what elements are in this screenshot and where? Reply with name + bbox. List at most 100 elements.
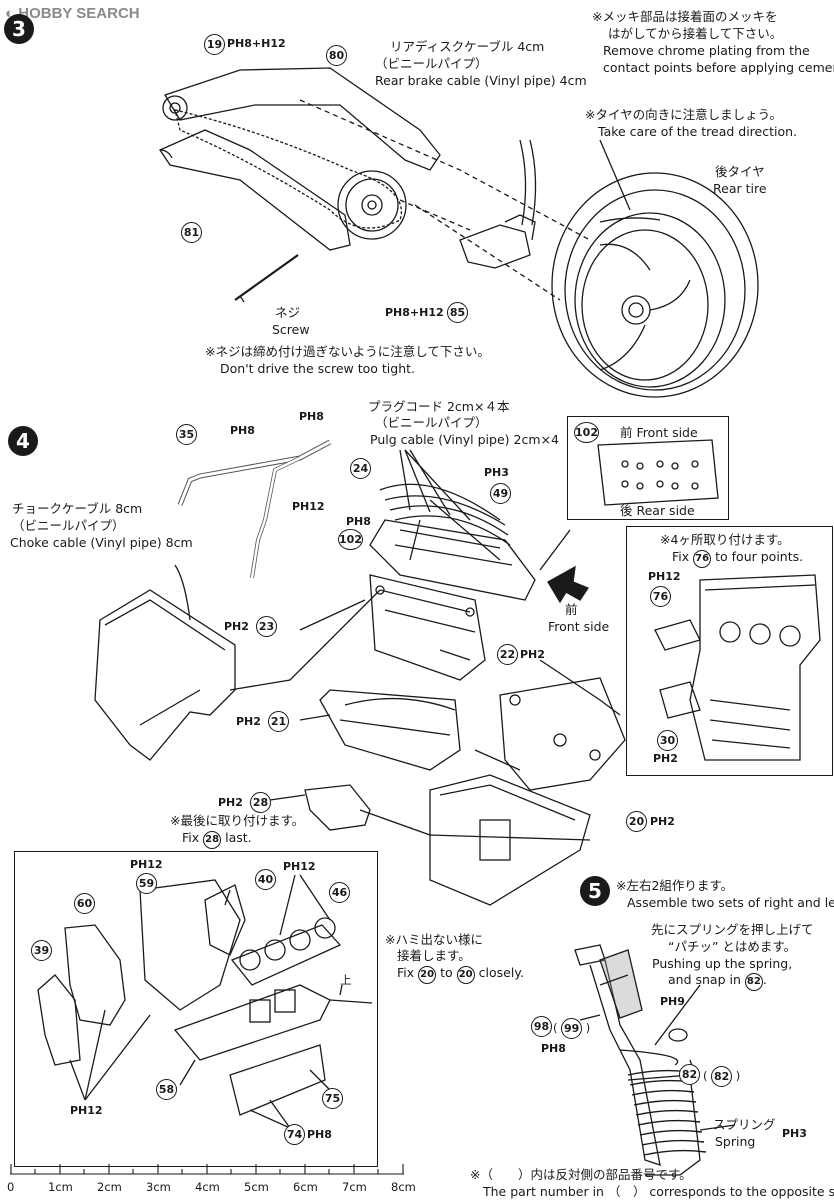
chrome-note-en1: Remove chrome plating from the <box>603 43 810 58</box>
ruler-tick-0: 0 <box>7 1180 15 1194</box>
paint-callout-p12d: PH12 <box>283 860 316 873</box>
step-number-4: 4 <box>8 426 38 456</box>
rear-tire-jp: 後タイヤ <box>715 164 765 179</box>
rear-cable-jp: リアディスクケーブル 4cm <box>390 39 545 54</box>
part-number-74: 74 <box>284 1124 305 1145</box>
chrome-note-en2: contact points before applying cement. <box>603 60 834 75</box>
spring-label-en: Spring <box>715 1134 756 1149</box>
paint-callout-p2c: PH2 <box>236 715 261 728</box>
part-58-shape <box>173 984 331 1061</box>
inset-frame-lower <box>14 851 378 1167</box>
part-number-76: 76 <box>650 586 671 607</box>
paint-callout-p2d: PH2 <box>653 752 678 765</box>
part-number-22: 22 <box>497 644 518 665</box>
choke-cable-jp2: （ビニールパイプ） <box>12 518 125 533</box>
fix20-en-pre: Fix <box>397 965 415 980</box>
part-46-shape <box>230 924 342 986</box>
part-number-75: 75 <box>322 1088 343 1109</box>
spring-note-jp1: 先にスプリングを押し上げて <box>651 922 814 937</box>
part-number-19: 19 <box>204 34 225 55</box>
two-sets-jp: ※左右2組作ります。 <box>616 878 734 893</box>
plug-cable-jp2: （ビニールパイプ） <box>375 415 488 430</box>
chrome-note-jp1: ※メッキ部品は接着面のメッキを <box>592 9 778 24</box>
ruler-tick-6: 6cm <box>293 1180 318 1194</box>
fix28-en-post: last. <box>225 830 252 845</box>
spring-note-jp2: “パチッ” とはめます。 <box>668 939 797 954</box>
fix76-en-post: to four points. <box>715 549 804 564</box>
fix76-en: Fix 76 to four points. <box>672 548 803 568</box>
paint-callout-p8-step5: PH8 <box>541 1042 566 1055</box>
fix20-en: Fix 20 to 20 closely. <box>397 964 524 984</box>
chrome-note-jp2: はがしてから接着して下さい。 <box>608 26 783 41</box>
screw-note-en: Don't drive the screw too tight. <box>220 361 416 376</box>
paint-callout-p9: PH9 <box>660 995 685 1008</box>
part-number-60: 60 <box>74 893 95 914</box>
part-number-21: 21 <box>268 711 289 732</box>
two-sets-en: Assemble two sets of right and left. <box>627 895 834 910</box>
paint-callout-p2b: PH2 <box>520 648 545 661</box>
ruler-tick-4: 4cm <box>195 1180 220 1194</box>
screw-en: Screw <box>272 322 310 337</box>
spring-note-en1: Pushing up the spring, <box>652 956 793 971</box>
inset-rear-label: 後 Rear side <box>620 503 695 518</box>
part-number-20-inline-a: 20 <box>418 966 437 984</box>
part-number-82-inline: 82 <box>744 973 763 991</box>
part-number-24: 24 <box>350 458 371 479</box>
paint-callout-p2a: PH2 <box>224 620 249 633</box>
paint-callout-p3-step5: PH3 <box>782 1127 807 1140</box>
part-number-28: 28 <box>250 792 271 813</box>
tread-note-jp: ※タイヤの向きに注意しましょう。 <box>585 107 782 122</box>
footer-note-jp: ※（ ）内は反対側の部品番号です。 <box>470 1167 692 1182</box>
part-number-102: 102 <box>338 529 363 550</box>
part-number-80: 80 <box>326 45 347 66</box>
fix28-en-pre: Fix <box>182 830 200 845</box>
part-number-82-opposite: 82 <box>711 1066 733 1087</box>
paint-callout-p2f: PH2 <box>650 815 675 828</box>
part-number-99: 99 <box>561 1018 583 1039</box>
part-number-20-inline-b: 20 <box>456 966 475 984</box>
fix76-en-pre: Fix <box>672 549 690 564</box>
part-number-28-inline: 28 <box>203 831 222 849</box>
inset-frame-engine <box>626 526 833 776</box>
rear-tire-en: Rear tire <box>713 181 767 196</box>
fix20-en-mid: to <box>440 965 453 980</box>
ruler-tick-5: 5cm <box>244 1180 269 1194</box>
paint-callout-85: PH8+H12 <box>385 306 444 319</box>
paint-callout-19: PH8+H12 <box>227 37 286 50</box>
choke-cable-en: Choke cable (Vinyl pipe) 8cm <box>10 535 193 550</box>
part-number-23: 23 <box>256 616 277 637</box>
part-99-paren: ( 99 ) <box>553 1018 590 1039</box>
screw-jp: ネジ <box>275 305 301 320</box>
paint-callout-p8b: PH8 <box>230 424 255 437</box>
part-59-shape <box>139 879 241 1011</box>
part-number-46: 46 <box>329 882 350 903</box>
part-82-paren: ( 82 ) <box>703 1066 740 1087</box>
fix76-jp: ※4ヶ所取り付けます。 <box>660 532 790 547</box>
up-label: 上 <box>340 973 352 987</box>
fix20-jp1: ※ハミ出ない様に <box>385 932 483 947</box>
paint-callout-p12b: PH12 <box>648 570 681 583</box>
paint-callout-p12c: PH12 <box>130 858 163 871</box>
tread-note-en: Take care of the tread direction. <box>598 124 798 139</box>
plug-cable-jp1: プラグコード 2cm×４本 <box>368 399 510 414</box>
part-number-40: 40 <box>255 869 276 890</box>
ruler-tick-1: 1cm <box>48 1180 73 1194</box>
spring-label-jp: スプリング <box>713 1117 776 1132</box>
watermark: ◐ HOBBY SEARCH <box>5 5 140 22</box>
ruler-tick-8: 8cm <box>391 1180 416 1194</box>
part-number-49: 49 <box>490 483 511 504</box>
ruler: 0 1cm 2cm 3cm 4cm 5cm 6cm 7cm 8cm <box>7 1160 416 1198</box>
inset-frame-102 <box>567 416 729 520</box>
part-number-82: 82 <box>679 1064 700 1085</box>
paint-callout-p2e: PH2 <box>218 796 243 809</box>
spring-note-en2: and snap in 82. <box>668 971 767 991</box>
part-number-81: 81 <box>181 222 202 243</box>
part-number-20: 20 <box>626 811 647 832</box>
part-74-shape <box>229 1044 326 1116</box>
rear-cable-jp2: （ビニールパイプ） <box>375 56 488 71</box>
part-39-shape <box>37 974 81 1066</box>
paint-callout-p8-inset: PH8 <box>307 1128 332 1141</box>
part-number-85: 85 <box>447 302 468 323</box>
part-number-102-inset: 102 <box>574 422 599 443</box>
